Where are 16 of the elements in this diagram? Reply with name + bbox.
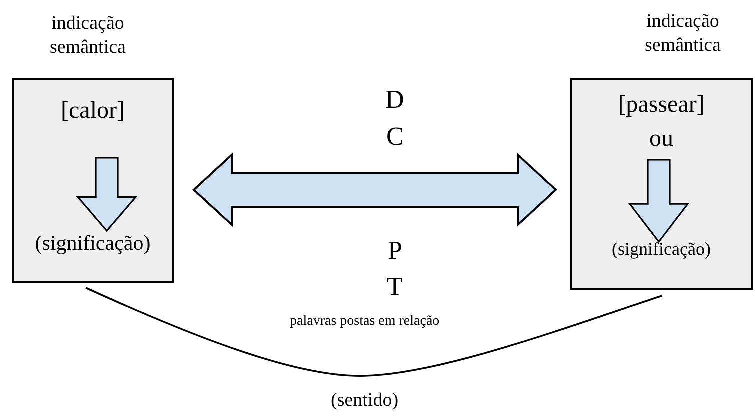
letter-label: P bbox=[388, 236, 402, 266]
concept-box bbox=[570, 78, 753, 290]
meaning-label: (significação) bbox=[34, 232, 152, 256]
concept-box bbox=[12, 78, 174, 283]
double-arrow bbox=[192, 152, 558, 228]
meaning-caption: (sentido) bbox=[331, 390, 399, 412]
meaning-label: (significação) bbox=[611, 240, 712, 260]
heading-label: indicação semântica bbox=[644, 10, 722, 58]
relation-caption: palavras postas em relação bbox=[290, 314, 440, 330]
letter-label: T bbox=[387, 272, 403, 302]
term-label: [calor] bbox=[60, 98, 126, 124]
connector-word: ou bbox=[648, 126, 674, 152]
heading-label: indicação semântica bbox=[49, 12, 127, 60]
letter-label: D bbox=[386, 85, 404, 115]
letter-label: C bbox=[386, 122, 404, 152]
term-label: [passear] bbox=[617, 92, 706, 118]
